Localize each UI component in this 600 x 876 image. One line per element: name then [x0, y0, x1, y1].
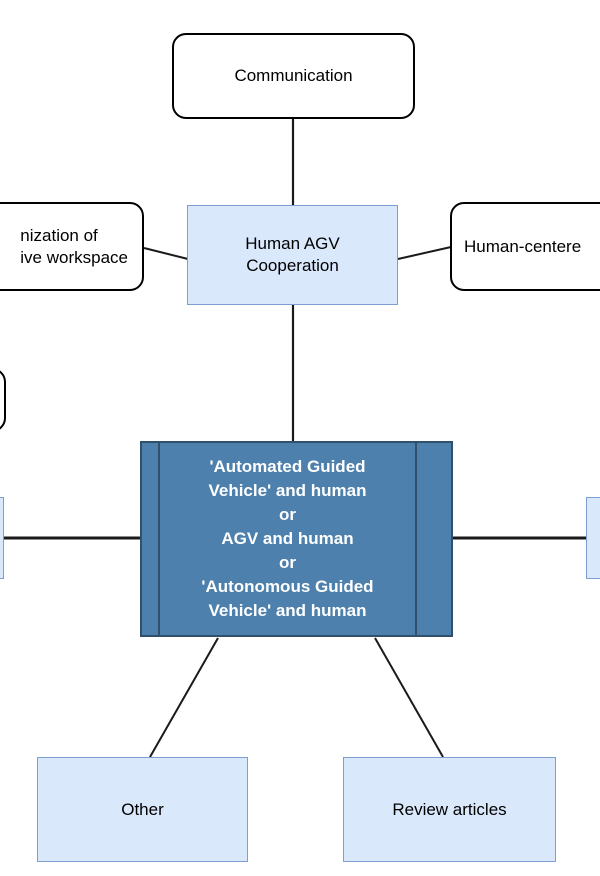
node-communication-label: Communication [234, 66, 353, 86]
node-search-query[interactable]: 'Automated Guided Vehicle' and human or … [140, 441, 453, 637]
node-human-centered-label: Human-centere [464, 236, 582, 256]
node-human-agv-cooperation-label: Human AGV Cooperation [245, 234, 340, 275]
edge-query-to-review-articles [374, 637, 444, 758]
query-divider-right [415, 443, 417, 635]
node-search-query-label: 'Automated Guided Vehicle' and human or … [201, 456, 374, 621]
node-other-label: Other [121, 799, 164, 819]
edge-query-to-other [149, 637, 219, 758]
node-organization-workspace[interactable]: nization of ive workspace [0, 202, 144, 291]
node-organization-workspace-label: nization of ive workspace [20, 225, 128, 267]
node-other[interactable]: Other [37, 757, 248, 862]
node-human-agv-cooperation[interactable]: Human AGV Cooperation [187, 205, 398, 305]
node-communication[interactable]: Communication [172, 33, 415, 119]
query-divider-left [158, 443, 160, 635]
node-review-articles-label: Review articles [392, 799, 507, 819]
node-human-centered[interactable]: Human-centere [450, 202, 600, 291]
edge-left-topic-to-center [143, 247, 189, 260]
edge-center-to-right-topic [397, 246, 452, 260]
node-review-articles[interactable]: Review articles [343, 757, 556, 862]
node-clipped-right-light[interactable] [586, 497, 600, 579]
node-clipped-left-light[interactable] [0, 497, 4, 579]
node-clipped-left-rounded[interactable] [0, 368, 6, 432]
